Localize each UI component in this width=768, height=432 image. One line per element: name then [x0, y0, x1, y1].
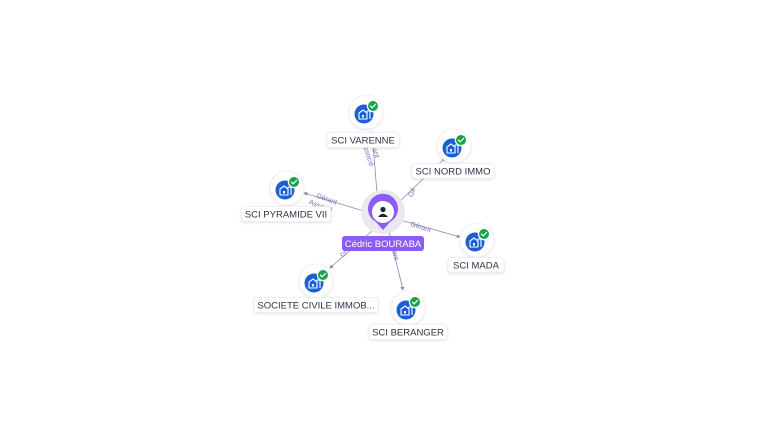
edge-relation-label: Gérant [409, 221, 432, 234]
node-label-box [447, 257, 505, 273]
person-name: Cédric BOURABA [345, 239, 422, 250]
node-label-box [368, 324, 448, 340]
edge-relation-label: Gé [408, 187, 418, 198]
company-node-sci-beranger[interactable]: SCI BERANGER [368, 290, 448, 340]
company-name: SCI BERANGER [372, 327, 444, 338]
company-name: SOCIETE CIVILE IMMOB... [257, 300, 374, 311]
edge-sci-mada [399, 219, 461, 239]
node-ring [459, 222, 495, 258]
company-name: SCI MADA [453, 260, 500, 271]
node-label-box [240, 206, 332, 222]
company-node-sci-mada[interactable]: SCI MADA [447, 222, 505, 273]
node-label-box [411, 163, 495, 179]
edge-sci-pyramide-vii [303, 192, 368, 213]
node-ring [269, 170, 305, 206]
person-icon [378, 206, 388, 217]
verified-check-icon [477, 227, 491, 241]
node-label-box [326, 132, 400, 148]
company-name: SCI NORD IMMO [416, 166, 491, 177]
node-ring [348, 94, 384, 130]
verified-check-icon [408, 295, 422, 309]
verified-check-icon [454, 133, 468, 147]
company-node-sci-varenne[interactable]: SCI VARENNE [326, 94, 400, 148]
company-name: SCI PYRAMIDE VII [245, 209, 327, 220]
company-node-societe-civile-immob[interactable]: SOCIETE CIVILE IMMOB... [253, 263, 379, 313]
company-name: SCI VARENNE [331, 135, 395, 146]
company-node-sci-pyramide-vii[interactable]: SCI PYRAMIDE VII [240, 170, 332, 222]
node-ring [436, 128, 472, 164]
verified-check-icon [316, 268, 330, 282]
edge-relation-label: Gé [340, 247, 350, 258]
center-label-box [342, 236, 424, 251]
node-label-box [253, 297, 379, 313]
verified-check-icon [366, 99, 380, 113]
verified-check-icon [287, 175, 301, 189]
nodes-layer: SCI VARENNE SCI NORD IMMO SCI PYRAMIDE VII… [240, 94, 505, 340]
center-node[interactable]: Cédric BOURABA [342, 190, 424, 251]
company-node-sci-nord-immo[interactable]: SCI NORD IMMO [411, 128, 495, 179]
